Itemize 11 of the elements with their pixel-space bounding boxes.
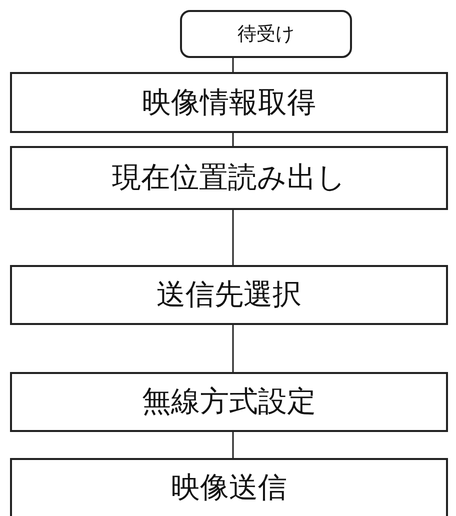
process-box: 映像送信 (10, 458, 448, 516)
process-box: 送信先選択 (10, 265, 448, 325)
process-box: 無線方式設定 (10, 372, 448, 432)
connector-line (232, 432, 234, 458)
terminal-box: 待受け (180, 10, 352, 58)
connector-line (232, 133, 234, 146)
process-box: 映像情報取得 (10, 72, 448, 133)
connector-line (232, 58, 234, 72)
process-box: 現在位置読み出し (10, 146, 448, 210)
connector-line (232, 325, 234, 372)
connector-line (232, 210, 234, 265)
